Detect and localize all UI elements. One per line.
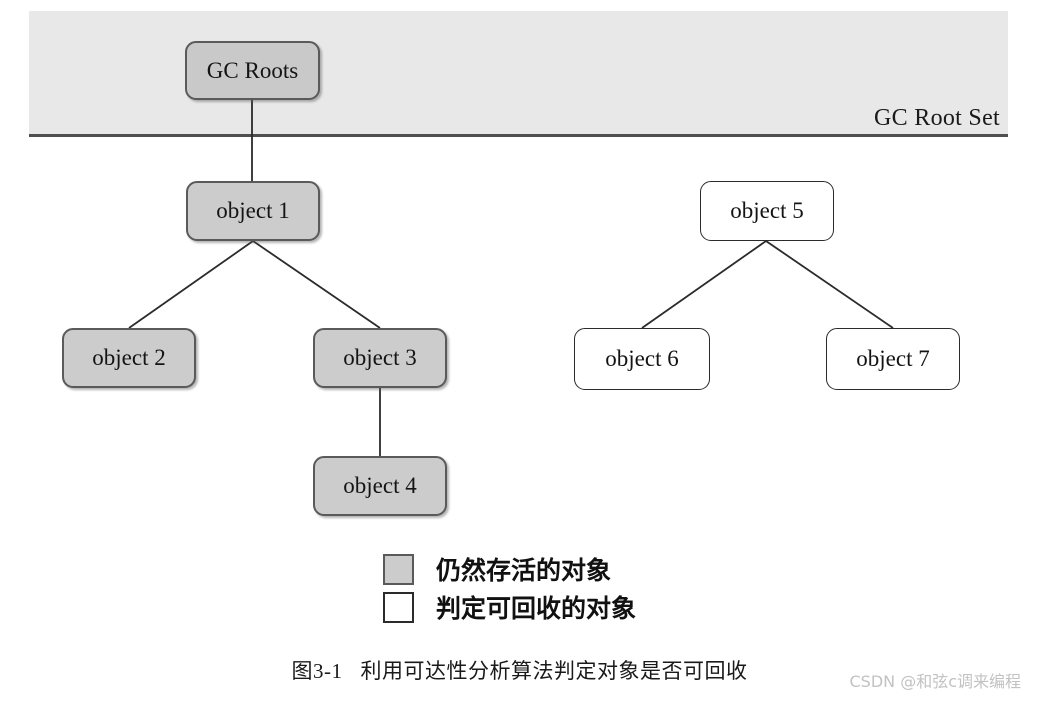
watermark: CSDN @和弦c调来编程 bbox=[849, 672, 1021, 691]
legend-swatch-live-icon bbox=[383, 553, 414, 585]
node-label-object-6: object 6 bbox=[605, 346, 679, 371]
node-object-1: object 1 bbox=[186, 181, 320, 241]
node-object-5: object 5 bbox=[700, 181, 834, 241]
node-object-3: object 3 bbox=[313, 328, 447, 388]
legend-label-live: 仍然存活的对象 bbox=[436, 556, 612, 585]
node-label-object-3: object 3 bbox=[343, 345, 417, 370]
legend-swatch-dead-icon bbox=[383, 591, 414, 623]
legend: 仍然存活的对象 判定可回收的对象 bbox=[383, 550, 636, 626]
gc-root-set-band: GC Root Set bbox=[29, 11, 1008, 137]
node-object-6: object 6 bbox=[574, 328, 710, 390]
legend-label-dead: 判定可回收的对象 bbox=[436, 594, 637, 623]
figure-caption-number: 图3-1 bbox=[291, 659, 343, 683]
node-label-object-4: object 4 bbox=[343, 473, 417, 498]
node-label-object-2: object 2 bbox=[92, 345, 166, 370]
gc-root-set-label: GC Root Set bbox=[874, 105, 1000, 131]
figure-caption: 图3-1 利用可达性分析算法判定对象是否可回收 bbox=[0, 655, 1039, 685]
legend-item-dead: 判定可回收的对象 bbox=[383, 588, 636, 626]
node-label-object-1: object 1 bbox=[216, 198, 290, 223]
node-object-4: object 4 bbox=[313, 456, 447, 516]
node-gc-roots: GC Roots bbox=[185, 41, 320, 100]
node-label-gc-roots: GC Roots bbox=[206, 57, 299, 83]
legend-item-live: 仍然存活的对象 bbox=[383, 550, 636, 588]
edge-object-5-to-object-6 bbox=[641, 240, 767, 329]
edge-object-1-to-object-3 bbox=[252, 240, 381, 329]
edge-object-5-to-object-7 bbox=[765, 240, 894, 329]
node-label-object-5: object 5 bbox=[730, 198, 804, 223]
node-label-object-7: object 7 bbox=[856, 346, 930, 371]
node-object-2: object 2 bbox=[62, 328, 196, 388]
edge-object-1-to-object-2 bbox=[128, 240, 254, 329]
node-object-7: object 7 bbox=[826, 328, 960, 390]
figure-caption-text: 利用可达性分析算法判定对象是否可回收 bbox=[360, 659, 748, 683]
